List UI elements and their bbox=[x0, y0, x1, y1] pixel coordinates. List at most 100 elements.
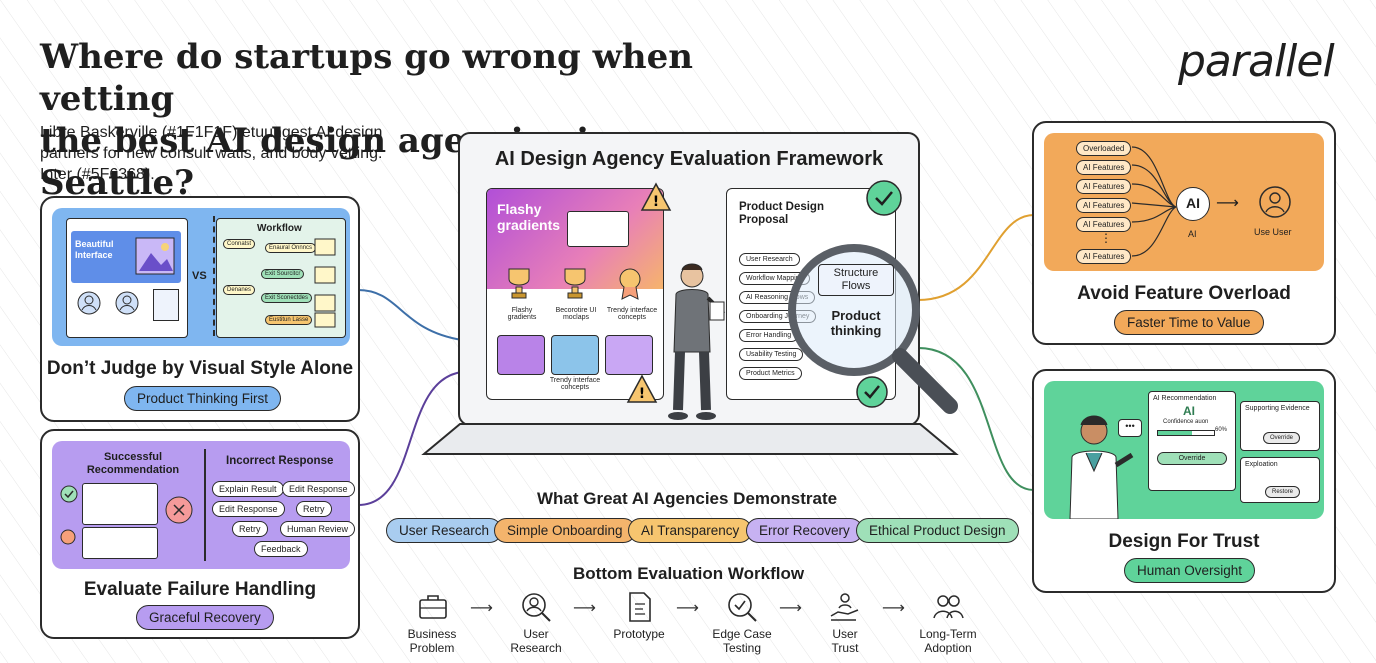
feature-chip: Overloaded bbox=[1076, 141, 1132, 156]
demonstrate-pill: Simple Onboarding bbox=[494, 518, 636, 543]
sticky-note-icon bbox=[314, 238, 336, 328]
proposal-item: User Research bbox=[739, 253, 800, 266]
edit-response-option[interactable]: Edit Response bbox=[212, 501, 285, 517]
people-icon bbox=[933, 595, 964, 619]
laptop-base bbox=[421, 423, 959, 455]
mock-window bbox=[567, 211, 629, 247]
flashy-panel: Flashy gradients Flashy gradients Becoro… bbox=[486, 188, 664, 400]
recommendation-card: AI Recommendation AI Confidence auon 60%… bbox=[1148, 391, 1236, 491]
warning-icon: ! bbox=[626, 374, 658, 403]
retry-option[interactable]: Retry bbox=[296, 501, 332, 517]
override-button[interactable]: Override bbox=[1157, 452, 1227, 465]
workflow-node: Denanes bbox=[223, 285, 256, 295]
evidence-title: Supporting Evidence bbox=[1245, 405, 1310, 412]
connector-right-bottom bbox=[917, 347, 1035, 491]
human-oversight-badge: Human Oversight bbox=[1124, 558, 1256, 583]
ai-node-caption: AI bbox=[1188, 229, 1197, 239]
evidence-card: Supporting Evidence Override bbox=[1240, 401, 1320, 451]
workflow-title: Bottom Evaluation Workflow bbox=[573, 564, 805, 583]
mock-card bbox=[153, 289, 179, 321]
user-caption: Use User bbox=[1254, 227, 1292, 237]
demonstrate-pill: Ethical Product Design bbox=[856, 518, 1019, 543]
chat-bubble-icon: ••• bbox=[1118, 419, 1142, 437]
human-review-option[interactable]: Human Review bbox=[280, 521, 356, 537]
confidence-bar bbox=[1157, 430, 1215, 436]
confidence-fill bbox=[1158, 431, 1192, 435]
approval-badge-icon bbox=[856, 376, 888, 408]
avatar-icon bbox=[77, 291, 101, 315]
user-icon bbox=[1259, 186, 1291, 218]
doctor-figure bbox=[1069, 415, 1134, 519]
visual-style-panel: Beautiful Interface VS Workflow Connatst… bbox=[52, 208, 350, 346]
svg-text:!: ! bbox=[653, 194, 659, 210]
trophy-label: Flashy gradients bbox=[507, 307, 537, 321]
connector-left-top bbox=[357, 289, 463, 341]
divider bbox=[213, 216, 215, 336]
connector-right-top bbox=[917, 214, 1035, 301]
card-title: Design For Trust bbox=[1108, 531, 1260, 552]
rec-pct: 60% bbox=[1215, 427, 1228, 433]
lens-item: Product thinking bbox=[830, 308, 882, 338]
demonstrate-title: What Great AI Agencies Demonstrate bbox=[537, 489, 838, 508]
arrow-right-icon: ⟶ bbox=[1216, 195, 1239, 212]
rec-conf: Confidence auon bbox=[1163, 419, 1209, 425]
restore-button[interactable]: Restore bbox=[1265, 486, 1301, 498]
error-dot-icon bbox=[60, 529, 76, 545]
divider bbox=[204, 449, 206, 561]
success-title: Successful Recommendation bbox=[86, 451, 180, 476]
thumb-tile bbox=[497, 335, 545, 375]
response-card bbox=[82, 527, 158, 559]
subtitle-line-2: partners for new consult watis, and body… bbox=[40, 145, 383, 162]
magnifier-check-icon bbox=[728, 593, 757, 622]
feature-arrows bbox=[1131, 146, 1177, 257]
explain-result-option[interactable]: Explain Result bbox=[212, 481, 284, 497]
arrow-right-icon: ⟶ bbox=[779, 600, 802, 617]
failure-panel: Successful Recommendation Incorrect Resp… bbox=[52, 441, 356, 569]
proposal-item: Usability Testing bbox=[739, 348, 804, 361]
framework-title: AI Design Agency Evaluation Framework bbox=[494, 148, 884, 170]
vs-label: VS bbox=[192, 270, 207, 282]
evidence-override-button[interactable]: Override bbox=[1263, 432, 1301, 444]
edit-response-option[interactable]: Edit Response bbox=[282, 481, 355, 497]
feature-chip: AI Features bbox=[1076, 249, 1132, 264]
approval-badge-icon bbox=[866, 180, 902, 216]
trophy-label: Trendy interface concepts bbox=[606, 307, 658, 321]
connector-left-bottom bbox=[357, 371, 463, 506]
arrow-right-icon: ⟶ bbox=[882, 600, 905, 617]
rec-ai: AI bbox=[1183, 404, 1195, 418]
workflow-node: Eustitun Lasse bbox=[265, 315, 313, 325]
arrow-right-icon: ⟶ bbox=[470, 600, 493, 617]
user-search-icon bbox=[522, 593, 551, 622]
mock-interface: Beautiful Interface bbox=[66, 218, 188, 338]
demonstrate-pill: User Research bbox=[386, 518, 503, 543]
feature-chip: AI Features bbox=[1076, 179, 1132, 194]
workflow-title: Workflow bbox=[257, 223, 302, 234]
proposal-title: Product Design Proposal bbox=[739, 201, 824, 226]
page-title: Where do startups go wrong when vetting … bbox=[40, 36, 760, 204]
ellipsis-icon: ⋮ bbox=[1100, 231, 1112, 245]
feature-chip: AI Features bbox=[1076, 217, 1132, 232]
subtitle: Libre Baskerville (#1F1F1F) etuungest AI… bbox=[40, 122, 400, 185]
arrow-right-icon: ⟶ bbox=[573, 600, 596, 617]
feature-chip: AI Features bbox=[1076, 198, 1132, 213]
document-icon bbox=[629, 592, 651, 622]
lens-item: Structure Flows bbox=[818, 264, 894, 296]
trophy-caption: Trendy interface cohcepts bbox=[549, 377, 601, 391]
workflow-node: Exit Sconectdes bbox=[261, 293, 313, 303]
arrow-right-icon: ⟶ bbox=[676, 600, 699, 617]
hand-user-icon bbox=[830, 593, 859, 621]
workflow-node: Enaural Onnncs bbox=[265, 243, 317, 253]
title-line-1: Where do startups go wrong when vetting bbox=[40, 37, 693, 119]
feedback-option[interactable]: Feedback bbox=[254, 541, 308, 557]
card-design-trust: ••• AI Recommendation AI Confidence auon… bbox=[1032, 369, 1336, 593]
incorrect-title: Incorrect Response bbox=[226, 455, 334, 467]
laptop-screen: AI Design Agency Evaluation Framework Fl… bbox=[458, 132, 958, 426]
response-card bbox=[82, 483, 158, 525]
card-title: Don’t Judge by Visual Style Alone bbox=[46, 358, 354, 379]
retry-option[interactable]: Retry bbox=[232, 521, 268, 537]
medal-icon bbox=[619, 268, 641, 300]
